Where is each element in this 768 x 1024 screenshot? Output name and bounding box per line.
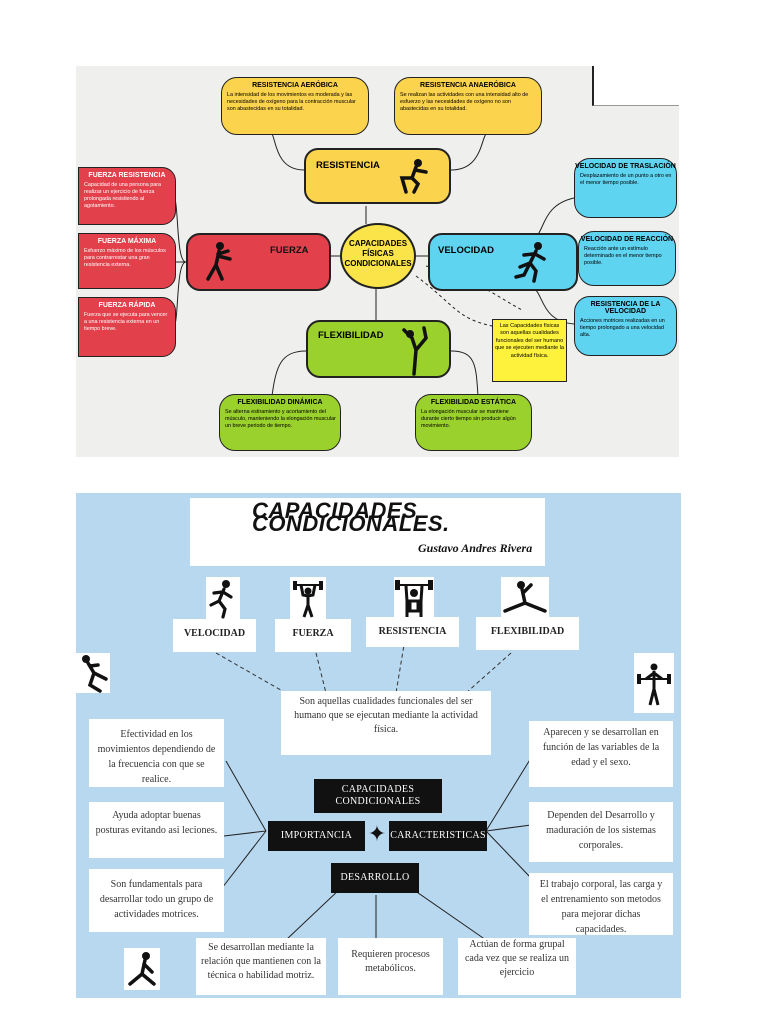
left-side-pic (76, 653, 110, 693)
author-name: Gustavo Andres Rivera (418, 541, 533, 555)
importancia-box: IMPORTANCIA (268, 821, 365, 851)
capacidades-fisicas-center: CAPACIDADES FÍSICAS CONDICIONALES (340, 223, 416, 289)
fuerza-label: FUERZA (270, 245, 309, 256)
fuerza-resistencia-text: Capacidad de una persona para realizar u… (84, 182, 162, 209)
resistencia-label: RESISTENCIA (316, 160, 380, 171)
paper-scrap (592, 66, 679, 106)
caracteristicas-item-3: El trabajo corporal, las carga y el entr… (529, 873, 673, 935)
fuerza-maxima-card: FUERZA MÁXIMA Esfuerzo máximo de los mús… (78, 233, 176, 289)
lunging-figure-icon (82, 655, 108, 693)
capacity-velocidad: VELOCIDAD (173, 619, 256, 652)
title-box: CAPACIDADES CONDICIONALES. Gustavo Andre… (190, 498, 545, 566)
velocidad-traslacion-title: VELOCIDAD DE TRASLACIÓN (575, 163, 676, 170)
velocidad-node: VELOCIDAD (428, 233, 578, 291)
resistencia-pic (394, 577, 434, 621)
resistencia-anaerobica-text: Se realizan las actividades con una inte… (400, 92, 529, 112)
main-title: CAPACIDADES CONDICIONALES. (252, 498, 450, 536)
velocidad-reaccion-card: VELOCIDAD DE REACCIÓN Reacción ante un e… (578, 231, 676, 286)
weightlifter-icon (293, 581, 323, 618)
velocidad-traslacion-card: VELOCIDAD DE TRASLACIÓN Desplazamiento d… (574, 158, 677, 218)
resistencia-velocidad-text: Acciones motrices realizadas en un tiemp… (580, 318, 665, 338)
desarrollo-item-3: Actúan de forma grupal cada vez que se r… (458, 938, 576, 995)
resistencia-aerobica-title: RESISTENCIA AERÓBICA (252, 82, 338, 89)
right-side-pic (634, 653, 674, 713)
desarrollo-item-1: Se desarrollan mediante la relación que … (196, 938, 326, 995)
fuerza-node: FUERZA (186, 233, 331, 291)
caracteristicas-item-2: Dependen del Desarrollo y maduración de … (529, 802, 673, 862)
fuerza-rapida-card: FUERZA RÁPIDA Fuerza que se ejecuta para… (78, 297, 176, 357)
bottom-left-pic (124, 948, 160, 990)
kneeling-stretch-icon (128, 952, 156, 986)
center-box: CAPACIDADES CONDICIONALES (314, 779, 442, 813)
center-line-3: CONDICIONALES (344, 259, 412, 268)
stretching-figure-icon (402, 326, 428, 376)
fuerza-rapida-title: FUERZA RÁPIDA (98, 302, 156, 309)
definition-box: Son aquellas cualidades funcionales del … (281, 691, 491, 755)
dip-exercise-icon (395, 580, 433, 617)
velocidad-label: VELOCIDAD (438, 245, 494, 256)
fuerza-rapida-text: Fuerza que se ejecuta para vencer a una … (84, 312, 168, 332)
squat-figure-icon (399, 159, 428, 194)
capacity-fuerza: FUERZA (275, 619, 351, 652)
definition-note: Las Capacidades físicas son aquellas cua… (492, 319, 567, 382)
center-line-2: FÍSICAS (362, 249, 394, 258)
velocidad-reaccion-text: Reacción ante un estímulo determinado en… (584, 246, 662, 266)
velocidad-traslacion-text: Desplazamiento de un punto a otro en el … (580, 173, 672, 186)
four-point-star-icon: ✦ (367, 821, 387, 846)
flexibilidad-dinamica-text: Se alterna estiramiento y acortamiento d… (225, 409, 336, 429)
resistencia-aerobica-text: La intensidad de los movimientos es mode… (227, 92, 356, 112)
fuerza-resistencia-title: FUERZA RESISTENCIA (88, 172, 166, 179)
flexibilidad-label: FLEXIBILIDAD (318, 330, 384, 341)
velocidad-reaccion-title: VELOCIDAD DE REACCIÓN (580, 236, 674, 243)
resistencia-anaerobica-title: RESISTENCIA ANAERÓBICA (420, 82, 516, 89)
capacity-resistencia: RESISTENCIA (366, 617, 459, 647)
fuerza-maxima-text: Esfuerzo máximo de los músculos para con… (84, 248, 166, 268)
flexibilidad-dinamica-card: FLEXIBILIDAD DINÁMICA Se alterna estiram… (219, 394, 341, 451)
capacity-flexibilidad: FLEXIBILIDAD (476, 617, 579, 650)
pushing-figure-icon (206, 242, 232, 281)
resistencia-aerobica-card: RESISTENCIA AERÓBICA La intensidad de lo… (221, 77, 369, 135)
flexibilidad-node: FLEXIBILIDAD (306, 320, 451, 378)
bottom-connector-lines (215, 632, 532, 941)
bottom-mind-map: CAPACIDADES CONDICIONALES. Gustavo Andre… (76, 493, 681, 998)
desarrollo-item-2: Requieren procesos metabólicos. (338, 938, 443, 995)
top-mind-map: RESISTENCIA AERÓBICA La intensidad de lo… (76, 66, 679, 457)
flexibilidad-estatica-card: FLEXIBILIDAD ESTÁTICA La elongación musc… (415, 394, 532, 451)
flexibilidad-pic (501, 577, 549, 617)
fuerza-pic (290, 577, 326, 619)
velocidad-pic (206, 577, 240, 619)
resistencia-velocidad-title: RESISTENCIA DE LA VELOCIDAD (590, 301, 661, 315)
running-figure-icon (514, 242, 546, 283)
flexibilidad-estatica-title: FLEXIBILIDAD ESTÁTICA (430, 399, 517, 406)
resistencia-node: RESISTENCIA (304, 148, 451, 204)
importancia-item-1: Efectividad en los movimientos dependien… (89, 719, 224, 787)
caracteristicas-box: CARACTERISTICAS (389, 821, 487, 851)
fuerza-resistencia-card: FUERZA RESISTENCIA Capacidad de una pers… (78, 167, 176, 225)
center-line-1: CAPACIDADES (348, 239, 408, 248)
importancia-item-2: Ayuda adoptar buenas posturas evitando a… (89, 802, 224, 858)
caracteristicas-item-1: Aparecen y se desarrollan en función de … (529, 721, 673, 787)
split-stretch-icon (503, 581, 547, 613)
runner-icon (209, 580, 233, 619)
importancia-item-3: Son fundamentals para desarrollar todo u… (89, 869, 224, 932)
flexibilidad-dinamica-title: FLEXIBILIDAD DINÁMICA (237, 399, 323, 406)
barbell-figure-icon (637, 663, 671, 706)
fuerza-maxima-title: FUERZA MÁXIMA (97, 238, 157, 245)
resistencia-anaerobica-card: RESISTENCIA ANAERÓBICA Se realizan las a… (394, 77, 542, 135)
resistencia-velocidad-card: RESISTENCIA DE LA VELOCIDAD Acciones mot… (574, 296, 677, 356)
flexibilidad-estatica-text: La elongación muscular se mantiene duran… (421, 409, 516, 429)
desarrollo-box: DESARROLLO (331, 863, 419, 893)
